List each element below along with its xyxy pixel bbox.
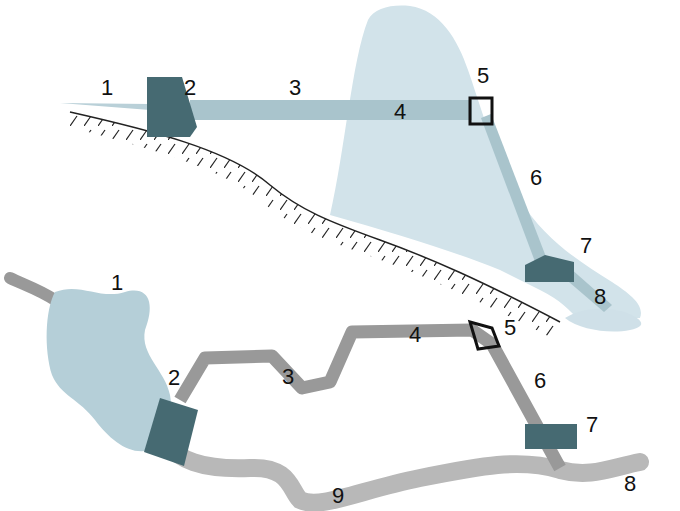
powerhouse — [525, 255, 574, 282]
callout-number: 7 — [580, 235, 592, 257]
callout-number: 3 — [289, 77, 301, 99]
reservoir-surface — [60, 103, 150, 110]
callout-number: 8 — [624, 473, 636, 495]
conduit — [180, 330, 560, 468]
dam — [147, 77, 197, 137]
dam-plan — [144, 398, 198, 466]
callout-number: 9 — [332, 485, 344, 507]
penstock — [481, 114, 548, 267]
callout-number: 2 — [184, 77, 196, 99]
callout-number: 8 — [594, 286, 606, 308]
callout-number: 6 — [530, 167, 542, 189]
headrace-tunnel — [190, 100, 472, 120]
callout-number: 5 — [477, 65, 489, 87]
river-inflow — [10, 278, 55, 300]
callout-number: 2 — [168, 367, 180, 389]
callout-number: 7 — [586, 414, 598, 436]
callout-number: 1 — [101, 77, 113, 99]
mountain — [330, 6, 641, 322]
callout-number: 1 — [111, 272, 123, 294]
river — [160, 440, 640, 503]
callout-number: 4 — [394, 101, 406, 123]
callout-number: 6 — [534, 370, 546, 392]
callout-number: 3 — [282, 366, 294, 388]
powerhouse-plan — [525, 424, 577, 449]
surge-tank-plan — [470, 322, 499, 349]
callout-number: 4 — [409, 324, 421, 346]
surge-tank — [470, 98, 492, 124]
callout-number: 5 — [504, 317, 516, 339]
tailwater — [565, 309, 641, 332]
